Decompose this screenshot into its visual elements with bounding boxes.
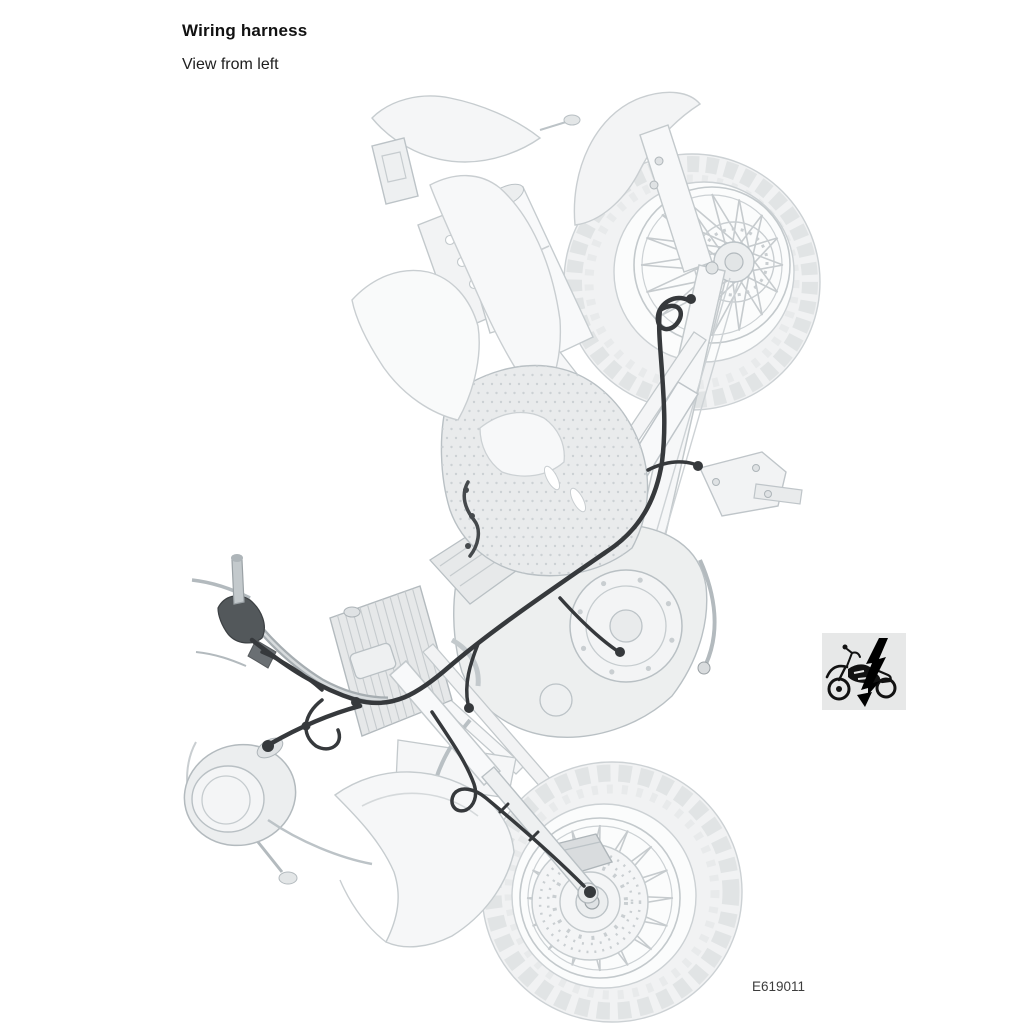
front-fender [333, 771, 515, 948]
page-title: Wiring harness [182, 21, 308, 40]
footrest-bracket [697, 451, 803, 675]
headlight [183, 737, 373, 885]
figure-code: E619011 [752, 979, 806, 994]
fuel-tank-shroud [351, 269, 649, 577]
motorcycle-electrical-system-icon [822, 633, 906, 710]
handlebar [191, 554, 397, 704]
view-caption: View from left [182, 56, 279, 73]
wiring-harness [249, 294, 703, 898]
